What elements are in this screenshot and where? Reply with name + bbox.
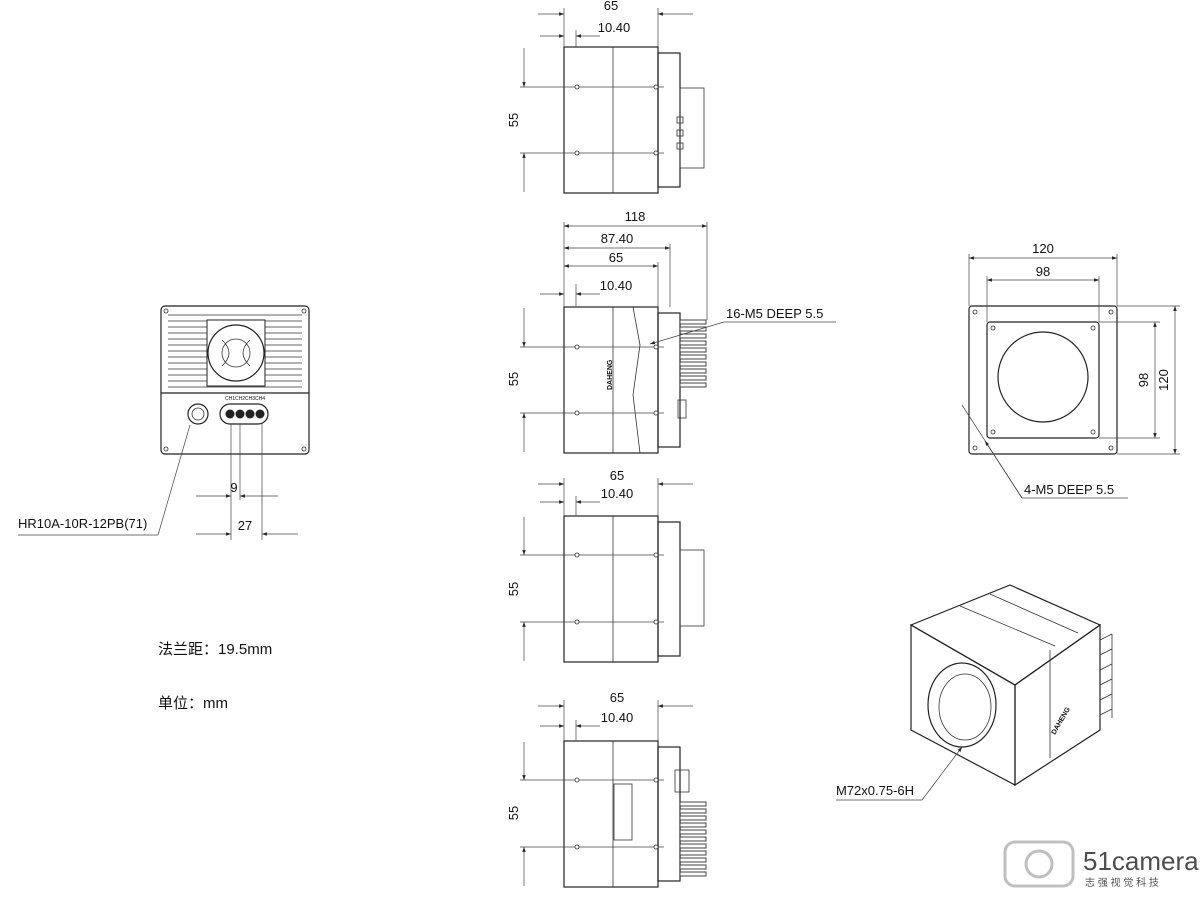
connector-callout: HR10A-10R-12PB(71) (18, 516, 147, 531)
front-view: 120 98 98 120 4-M5 DEEP 5.5 (961, 241, 1180, 499)
front-plate-outline (986, 321, 1100, 439)
fan-icon (207, 324, 265, 382)
bottom2-body-outline (563, 740, 659, 888)
led-ch4 (255, 409, 265, 419)
side-dim-height: 55 (506, 372, 521, 386)
front-dim-outer-width: 120 (1032, 241, 1054, 256)
top-dim-width: 65 (604, 0, 618, 13)
mount-hole (301, 308, 307, 314)
top-body-outline (563, 46, 659, 194)
bottom-view: 65 10.40 55 (506, 468, 705, 663)
iso-lens-mount-icon (927, 662, 997, 748)
side-dim-total: 118 (625, 209, 646, 224)
isometric-view: DAHENG M72x0.75-6H (836, 584, 1113, 801)
side-heatsink-fins (679, 319, 707, 388)
led-label-ch4: CH4 (255, 396, 265, 402)
bottom-dim-height: 55 (506, 582, 521, 596)
iso-top-face (909, 584, 1102, 686)
watermark-brand: 51camera (1083, 846, 1199, 876)
fan-frame (206, 319, 266, 387)
flange-distance-note: 法兰距：19.5mm (158, 641, 272, 658)
led-label-ch2: CH2 (235, 396, 245, 402)
front-housing-outline (968, 305, 1118, 455)
side-thread-callout: 16-M5 DEEP 5.5 (726, 306, 823, 321)
front-thread-callout: 4-M5 DEEP 5.5 (1024, 482, 1114, 497)
dim-span: 27 (238, 518, 252, 533)
led-ch1 (225, 409, 235, 419)
mount-hole (163, 446, 169, 452)
led-label-ch3: CH3 (245, 396, 255, 402)
front-dim-inner-height: 98 (1136, 373, 1151, 387)
iso-mount-callout: M72x0.75-6H (836, 783, 914, 798)
side-view: DAHENG 118 87.40 65 10.40 55 16-M5 DEEP … (506, 209, 836, 454)
rear-view: CH1 CH2 CH3 CH4 9 27 HR10A-10R-12PB(71) (18, 305, 310, 540)
bottom2-heatsink-fins (679, 801, 707, 877)
bottom2-dim-height: 55 (506, 806, 521, 820)
iso-front-face (910, 623, 1016, 786)
unit-note: 单位：mm (158, 695, 228, 712)
led-label-ch1: CH1 (225, 396, 235, 402)
mount-hole (301, 446, 307, 452)
logo: DAHENG (607, 359, 614, 390)
front-dim-outer-height: 120 (1156, 369, 1171, 391)
bottom-dim-offset: 10.40 (601, 486, 634, 501)
iso-logo: DAHENG (1051, 706, 1073, 736)
bottom-body-outline (563, 515, 659, 663)
watermark: 51camera 志 强 视 觉 科 技 (1003, 840, 1199, 889)
mount-hole (163, 308, 169, 314)
iso-side-face (1014, 623, 1101, 787)
side-dim-length3: 65 (609, 250, 623, 265)
led-ch3 (245, 409, 255, 419)
rear-housing-outline (160, 305, 310, 455)
camera-logo-icon (1003, 840, 1075, 888)
bottom2-dim-width: 65 (610, 690, 624, 705)
led-panel (219, 403, 269, 425)
top-dim-offset: 10.40 (598, 20, 631, 35)
iso-heatsink-fins (1099, 633, 1113, 718)
front-dim-inner-width: 98 (1036, 264, 1050, 279)
lens-mount-icon (997, 331, 1089, 423)
bottom2-dim-offset: 10.40 (601, 710, 634, 725)
top-view: 65 10.40 55 (506, 0, 705, 194)
watermark-subtitle: 志 强 视 觉 科 技 (1085, 876, 1159, 889)
led-ch2 (235, 409, 245, 419)
bottom-dim-width: 65 (610, 468, 624, 483)
side-dim-length2: 87.40 (601, 231, 634, 246)
power-connector-icon (187, 403, 209, 425)
side-dim-offset: 10.40 (600, 278, 633, 293)
dim-pitch: 9 (230, 480, 237, 495)
bottom-view-2: 65 10.40 55 (506, 690, 707, 888)
top-dim-height: 55 (506, 113, 521, 127)
